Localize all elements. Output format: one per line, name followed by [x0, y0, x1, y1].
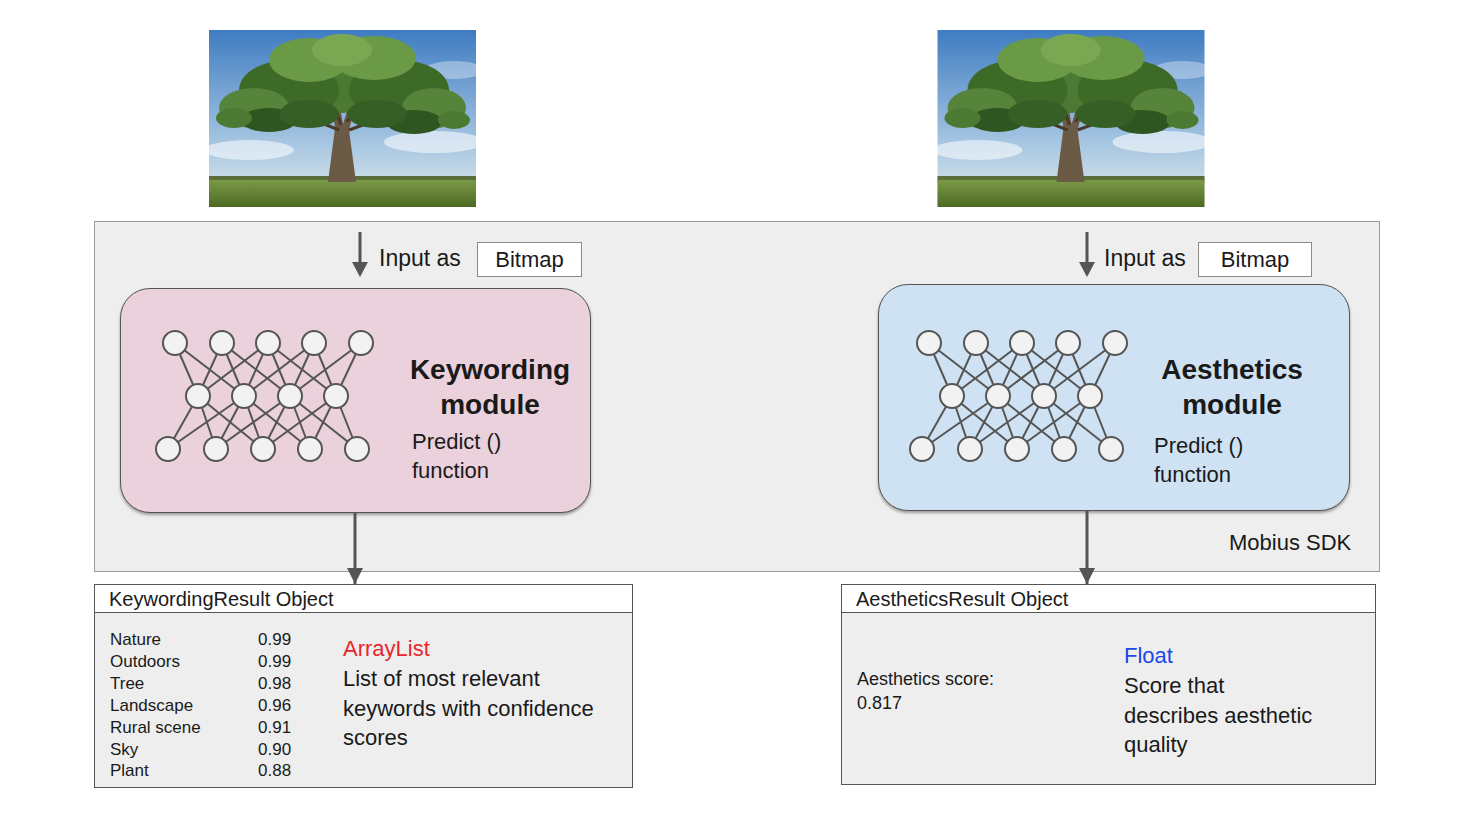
confidence-score: 0.99 — [258, 652, 291, 672]
module-function: Predict () function — [1154, 431, 1284, 489]
confidence-score: 0.90 — [258, 740, 291, 760]
type-description: Score that describes aesthetic quality — [1124, 671, 1320, 760]
type-name: Float — [1124, 643, 1173, 669]
module-function: Predict () function — [412, 427, 542, 485]
score-value: 0.817 — [857, 691, 902, 715]
flow-arrow — [354, 513, 357, 584]
input-type-box: Bitmap — [477, 242, 582, 277]
input-type: Bitmap — [495, 247, 563, 273]
result-object: KeywordingResult ObjectNature0.99Outdoor… — [94, 584, 633, 788]
keyword-name: Nature — [110, 630, 161, 650]
keyword-name: Outdoors — [110, 652, 180, 672]
input-type-box: Bitmap — [1198, 242, 1312, 277]
confidence-score: 0.88 — [258, 761, 291, 781]
score-label: Aesthetics score: — [857, 667, 994, 691]
tree-photo — [204, 30, 484, 207]
input-label: Input as — [1104, 244, 1186, 272]
input-label: Input as — [379, 244, 461, 272]
keyword-name: Tree — [110, 674, 144, 694]
confidence-score: 0.99 — [258, 630, 291, 650]
result-object: AestheticsResult ObjectAesthetics score:… — [841, 584, 1376, 785]
keyword-name: Plant — [110, 761, 149, 781]
keyword-name: Landscape — [110, 696, 193, 716]
input-arrow-head — [352, 262, 368, 277]
keyword-name: Sky — [110, 740, 138, 760]
input-arrow — [359, 232, 362, 263]
module-title: Keywording module — [400, 352, 580, 422]
neural-net-icon — [156, 331, 373, 461]
module-title: Aesthetics module — [1142, 352, 1322, 422]
object-header: AestheticsResult Object — [842, 585, 1375, 613]
tree-photo — [933, 30, 1213, 207]
confidence-score: 0.91 — [258, 718, 291, 738]
type-name: ArrayList — [343, 636, 430, 662]
confidence-score: 0.96 — [258, 696, 291, 716]
object-header: KeywordingResult Object — [95, 585, 632, 613]
neural-net-icon — [910, 331, 1127, 461]
confidence-score: 0.98 — [258, 674, 291, 694]
panel-title: Mobius SDK — [1229, 529, 1351, 557]
keyword-name: Rural scene — [110, 718, 201, 738]
flow-arrow — [1086, 511, 1089, 584]
input-arrow-head — [1079, 262, 1095, 277]
input-arrow — [1086, 232, 1089, 263]
type-description: List of most relevant keywords with conf… — [343, 664, 627, 753]
input-type: Bitmap — [1221, 247, 1289, 273]
